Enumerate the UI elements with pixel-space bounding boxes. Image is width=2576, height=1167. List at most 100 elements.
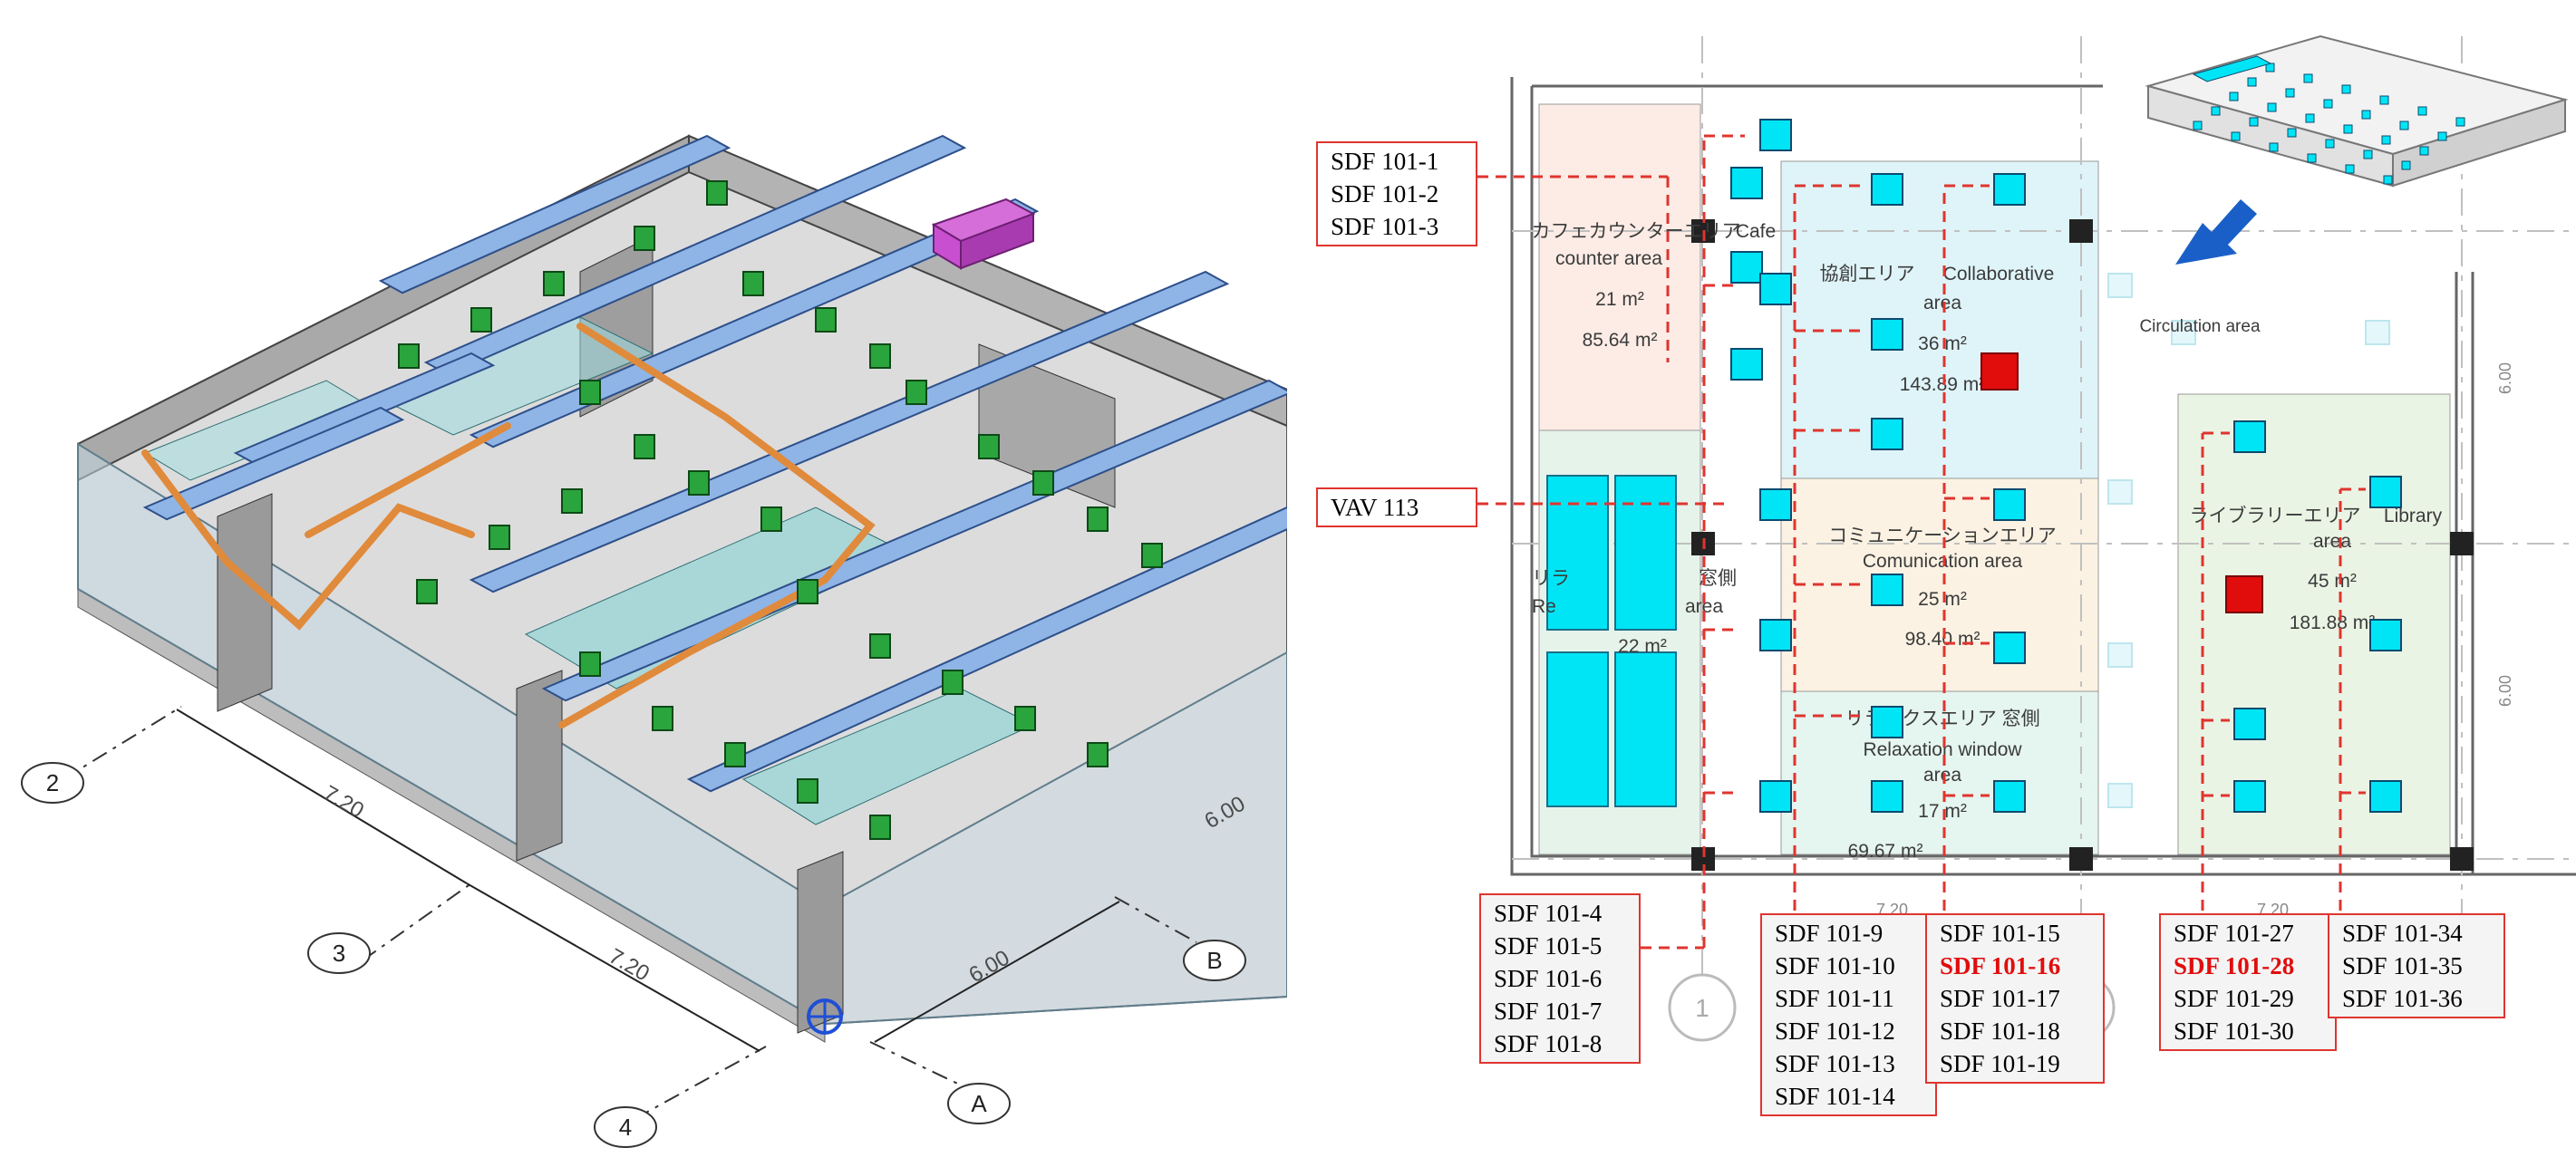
supply-duct [469,270,1230,593]
vav-box [760,506,782,532]
air-terminal-diffuser [1871,318,1903,351]
chilled-water-pipe [305,422,511,538]
thumbnail-diffuser [2193,121,2203,130]
callout-line: SDF 101-1 [1331,148,1439,175]
inactive-diffuser [2107,273,2133,298]
callout-sdf-101-15-19[interactable]: SDF 101-15 SDF 101-16 SDF 101-17 SDF 101… [1925,913,2105,1084]
vav-box [398,343,420,369]
air-terminal-diffuser [1730,251,1763,284]
callout-line: SDF 101-36 [2342,985,2463,1012]
air-terminal-diffuser [1871,780,1903,813]
callout-line: SDF 101-29 [2174,985,2294,1012]
thumbnail-diffuser [2381,135,2391,145]
thumbnail-diffuser [2363,149,2373,159]
callout-line: VAV 113 [1331,494,1419,521]
highlighted-diffuser[interactable] [2225,575,2263,613]
callout-line: SDF 101-4 [1494,900,1603,927]
grid-line [1114,896,1197,943]
zone-area: 181.88 m² [2290,612,2376,633]
vav-box [706,180,728,206]
callout-sdf-101-4-8[interactable]: SDF 101-4 SDF 101-5 SDF 101-6 SDF 101-7 … [1479,893,1641,1064]
zone-label-en: area [2313,531,2351,552]
zone-communication [1780,477,2099,692]
structural-column [2450,847,2474,871]
zone-label-en: counter area [1555,248,1662,269]
thumbnail-diffuser [2325,139,2335,149]
thumbnail-diffuser [2345,164,2355,174]
air-terminal-diffuser [1871,574,1903,606]
vav-box [470,307,492,333]
callout-sdf-101-34-36[interactable]: SDF 101-34 SDF 101-35 SDF 101-36 [2328,913,2505,1018]
zone-area: 85.64 m² [1583,330,1658,351]
callout-line: SDF 101-19 [1940,1050,2060,1077]
inactive-diffuser [2107,642,2133,668]
air-terminal-diffuser [2369,780,2402,813]
grid-bubble [307,932,371,974]
grid-bubble [947,1083,1011,1124]
vav-box [561,488,583,514]
exterior-wall [1510,77,2576,876]
thumbnail-diffuser [2285,88,2295,98]
vav-box [869,343,891,369]
dimension-line [874,901,1120,1043]
inactive-diffuser [2107,479,2133,505]
air-terminal-diffuser [1759,619,1792,651]
callout-sdf-101-27-30[interactable]: SDF 101-27 SDF 101-28 SDF 101-29 SDF 101… [2159,913,2337,1051]
vav-box [652,706,673,731]
callout-line-highlighted: SDF 101-28 [2174,952,2295,979]
thumbnail-diffuser [2417,106,2427,116]
grid-bubble-label: 3 [333,940,345,967]
callout-line: SDF 101-27 [2174,920,2294,947]
air-terminal-diffuser [2233,780,2266,813]
thumbnail-diffuser [2247,77,2257,87]
callout-line: SDF 101-15 [1940,920,2060,947]
thumbnail-diffuser [2267,102,2277,112]
chilled-water-pipe [558,323,876,728]
grid-bubble-label: 1 [1695,994,1709,1022]
air-terminal-diffuser [2233,420,2266,453]
vav-box [797,579,818,604]
vav-box [416,579,438,604]
callout-sdf-101-1-3[interactable]: SDF 101-1 SDF 101-2 SDF 101-3 [1316,141,1477,246]
grid-dimension: 6.00 [2496,675,2514,707]
zone-label-ja: 窓側 [1699,568,1737,589]
thumbnail-diffuser [2229,92,2239,101]
key-plan-thumbnail [2145,34,2569,188]
vav-box [1014,706,1036,731]
air-terminal-diffuser [1759,780,1792,813]
air-terminal-diffuser [2369,619,2402,651]
vav-box [869,633,891,659]
inactive-diffuser [2365,320,2390,345]
zone-area: 17 m² [1918,801,1967,822]
zone-cafe [1538,103,1701,431]
zone-area: 25 m² [1918,589,1967,610]
zone-label-ja: コミュニケーションエリア [1828,526,2057,546]
callout-line: SDF 101-30 [2174,1018,2294,1045]
callout-line: SDF 101-8 [1494,1030,1603,1057]
callout-sdf-101-9-14[interactable]: SDF 101-9 SDF 101-10 SDF 101-11 SDF 101-… [1760,913,1937,1116]
air-terminal-diffuser [1871,706,1903,738]
structural-column [2450,532,2474,555]
zone-label-ja: カフェカウンターエリア [1532,221,1741,242]
supply-duct [233,352,496,467]
air-terminal-diffuser [1730,167,1763,199]
grid-bubble [594,1106,657,1148]
air-terminal-diffuser [1759,273,1792,305]
zone-label-en: Re [1532,596,1556,617]
callout-line: SDF 101-7 [1494,998,1603,1025]
callout-vav-113[interactable]: VAV 113 [1316,487,1477,527]
air-terminal-diffuser [1759,488,1792,521]
air-terminal-diffuser [1993,173,2026,206]
highlighted-diffuser[interactable] [1980,352,2019,391]
zone-label-en: Comunication area [1863,551,2023,572]
vav-box [634,226,655,251]
vav-box [724,742,746,767]
dimension-line [466,882,760,1052]
air-handling-unit [960,212,1034,270]
grid-dimension: 6.00 [2496,362,2514,394]
thumbnail-diffuser [2323,99,2333,109]
callout-line: SDF 101-18 [1940,1018,2060,1045]
thumbnail-diffuser [2303,73,2313,83]
zone-label-en: Relaxation window [1863,739,2022,760]
